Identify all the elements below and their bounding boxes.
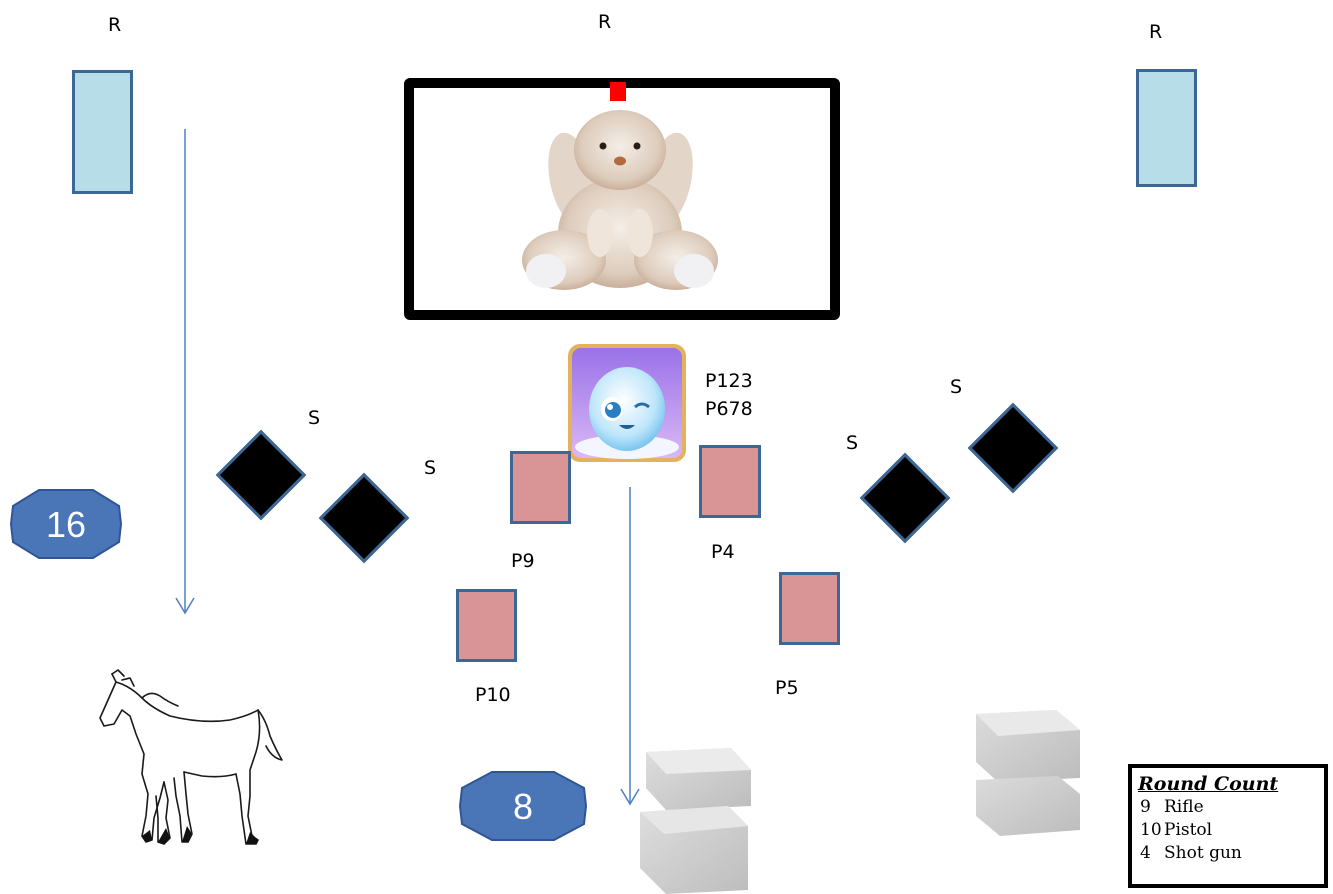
rifle-label-right: R [1149, 21, 1163, 43]
pistol-target-p4 [699, 445, 761, 518]
rifle-target-right [1136, 69, 1197, 187]
shotgun-label-4: S [950, 376, 963, 398]
stage-number-octagon-16: 16 [9, 489, 123, 559]
pistol-label-p10: P10 [475, 684, 511, 706]
rifle-label-center: R [598, 11, 612, 33]
furry-monster-app-icon [568, 344, 686, 462]
pistol-target-p5 [779, 572, 840, 645]
rifle-target-frame [404, 78, 840, 320]
red-marker [610, 82, 626, 101]
legend-label: Pistol [1164, 820, 1213, 840]
pistol-label-p5: P5 [775, 677, 799, 699]
hay-bale-icon-right [976, 710, 1080, 836]
legend-row-rifle: 9 Rifle [1140, 796, 1324, 819]
shotgun-label-3: S [846, 432, 859, 454]
shotgun-label-2: S [424, 457, 437, 479]
legend-label: Shot gun [1164, 843, 1242, 863]
stage-number-octagon-8: 8 [458, 771, 588, 841]
legend-count: 4 [1140, 843, 1151, 863]
pistol-target-p9 [510, 451, 571, 524]
rifle-label-left: R [108, 14, 122, 36]
legend-label: Rifle [1164, 797, 1204, 817]
pistol-label-p678: P678 [705, 398, 753, 420]
legend-count: 10 [1140, 820, 1162, 840]
rifle-target-left [72, 70, 133, 194]
stage-number-8: 8 [513, 786, 533, 827]
stage-number-16: 16 [46, 504, 86, 545]
down-arrow-left [175, 129, 195, 615]
legend-count: 9 [1140, 797, 1151, 817]
pistol-label-p123: P123 [705, 370, 753, 392]
pistol-label-p4: P4 [711, 541, 735, 563]
legend-row-shotgun: 4 Shot gun [1140, 842, 1324, 865]
hay-bale-icon [640, 748, 751, 894]
shotgun-label-1: S [308, 407, 321, 429]
pistol-target-p10 [456, 589, 517, 662]
legend-title: Round Count [1138, 773, 1279, 795]
down-arrow-center [620, 487, 640, 806]
plush-bunny-icon [522, 110, 718, 290]
horse-sketch-icon [99, 669, 283, 845]
pistol-label-p9: P9 [511, 550, 535, 572]
